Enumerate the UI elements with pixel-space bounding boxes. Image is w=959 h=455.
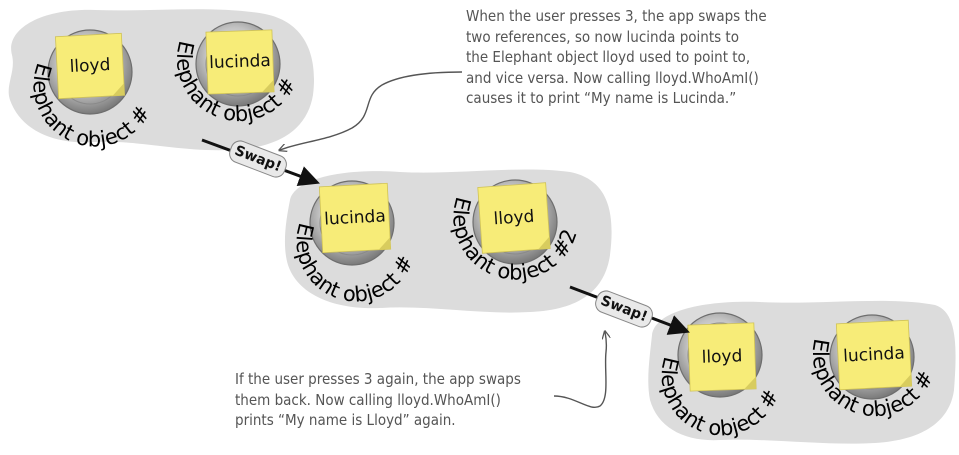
sticky-note — [835, 319, 913, 391]
note-label: lucinda — [843, 343, 906, 366]
sticky-note — [55, 32, 125, 100]
sticky-note — [318, 182, 392, 254]
annotation-line: prints “My name is Lloyd” again. — [235, 411, 456, 429]
note-label: lloyd — [493, 207, 535, 230]
annotation-pointer-top — [280, 71, 463, 150]
sticky-note — [477, 182, 551, 254]
note-label: lloyd — [69, 55, 111, 77]
sticky-note — [205, 29, 275, 95]
annotation-line: If the user presses 3 again, the app swa… — [235, 370, 521, 388]
annotation-line: two references, so now lucinda points to — [466, 27, 739, 46]
annotation-top: When the user presses 3, the app swaps t… — [466, 6, 767, 109]
note-label: lucinda — [209, 51, 271, 73]
annotation-line: the Elephant object lloyd used to point … — [466, 48, 751, 66]
annotation-bottom: If the user presses 3 again, the app swa… — [235, 369, 521, 431]
annotation-line: and vice versa. Now calling lloyd.WhoAmI… — [466, 68, 759, 87]
annotation-line: them back. Now calling lloyd.WhoAmI() — [235, 390, 501, 409]
annotation-line: When the user presses 3, the app swaps t… — [466, 7, 767, 25]
annotation-pointer-bottom — [553, 332, 606, 408]
note-label: lucinda — [324, 206, 387, 229]
swap-arrow-2: Swap! — [569, 285, 690, 335]
note-label: lloyd — [701, 346, 742, 367]
annotation-line: causes it to print “My name is Lucinda.” — [466, 89, 737, 107]
object-group-1: lloyd Elephant object #1 lucinda Elephan… — [0, 0, 315, 152]
sticky-note — [687, 322, 757, 392]
